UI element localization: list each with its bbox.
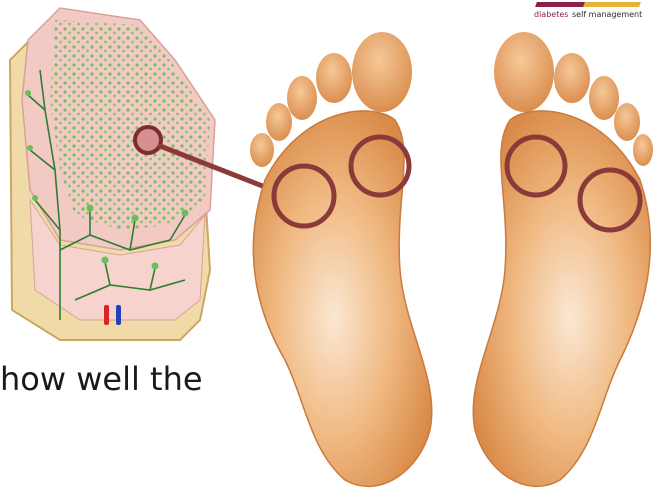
logo-word-1: diabetes bbox=[534, 10, 568, 19]
right-toe-5 bbox=[633, 134, 653, 166]
right-big-toe bbox=[494, 32, 554, 112]
left-sole-outline bbox=[253, 111, 431, 486]
artery-end bbox=[104, 305, 109, 325]
left-toe-5 bbox=[250, 133, 274, 167]
logo-bar-maroon bbox=[535, 2, 589, 7]
slide-caption: how well the bbox=[0, 360, 203, 398]
right-foot-sole bbox=[473, 32, 653, 486]
right-toe-2 bbox=[554, 53, 590, 103]
tissue-surface-dots bbox=[50, 20, 210, 230]
highlight-pin bbox=[135, 127, 161, 153]
right-toe-4 bbox=[614, 103, 640, 141]
logo-word-2: self management bbox=[572, 10, 642, 19]
left-foot-sole bbox=[250, 32, 432, 486]
left-toe-4 bbox=[266, 103, 292, 141]
left-big-toe bbox=[352, 32, 412, 112]
brand-logo: diabetes self management bbox=[530, 0, 648, 24]
right-toe-3 bbox=[589, 76, 619, 120]
logo-bar-gold bbox=[583, 2, 641, 7]
right-sole-outline bbox=[473, 111, 650, 486]
vein-end bbox=[116, 305, 121, 325]
tissue-cross-section-illustration bbox=[10, 8, 278, 340]
left-toe-3 bbox=[287, 76, 317, 120]
left-toe-2 bbox=[316, 53, 352, 103]
